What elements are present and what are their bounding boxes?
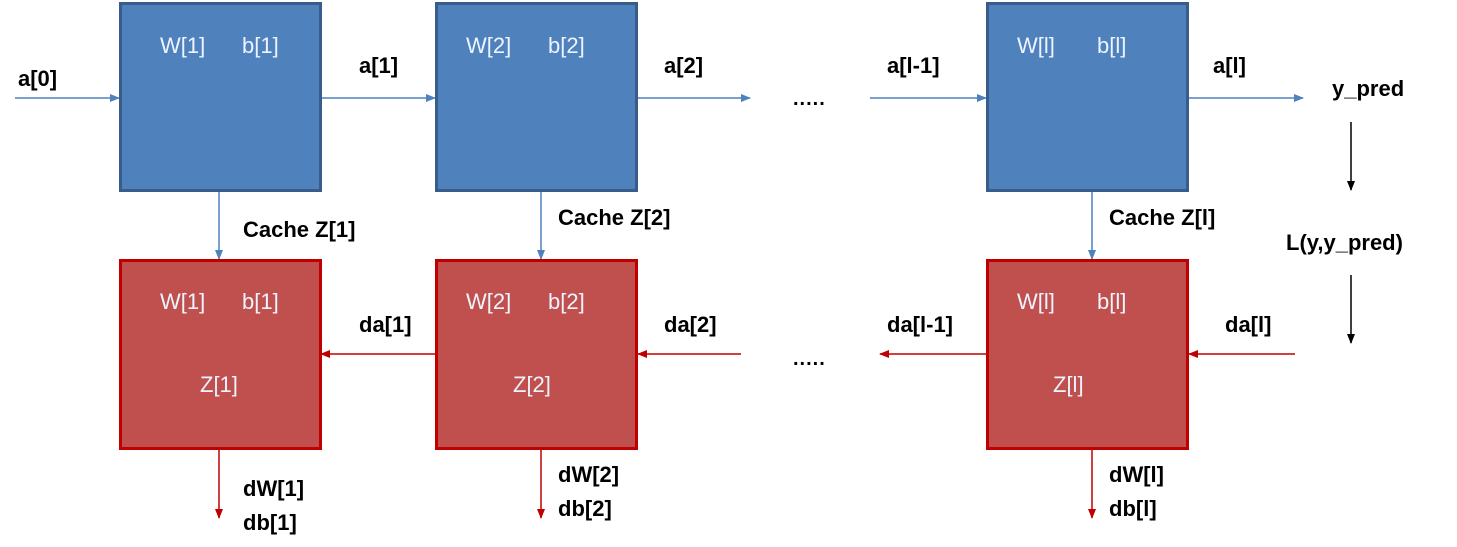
label-dw-2: dW[2] <box>558 462 620 487</box>
backward-box-l-z: Z[l] <box>1053 372 1084 397</box>
label-cache-l: Cache Z[l] <box>1109 205 1216 230</box>
label-al: a[l] <box>1213 53 1246 78</box>
backward-box-2-b: b[2] <box>548 289 585 314</box>
forward-box-2: W[2] b[2] <box>435 2 638 192</box>
backward-box-l: W[l] b[l] Z[l] <box>986 259 1189 450</box>
label-db-2: db[2] <box>558 496 612 521</box>
label-db-1: db[1] <box>243 510 297 535</box>
forward-box-1-b: b[1] <box>242 33 279 58</box>
backward-box-2-w: W[2] <box>466 289 512 314</box>
forward-box-l-b: b[l] <box>1097 33 1127 58</box>
backward-box-2-z: Z[2] <box>513 372 551 397</box>
label-dw-1: dW[1] <box>243 476 305 501</box>
label-dw-l: dW[l] <box>1109 462 1164 487</box>
label-a0: a[0] <box>18 66 58 91</box>
label-ypred: y_pred <box>1332 76 1405 101</box>
label-da2: da[2] <box>664 312 717 337</box>
label-a2: a[2] <box>664 53 704 78</box>
backward-box-1-w: W[1] <box>160 289 206 314</box>
forward-box-l: W[l] b[l] <box>986 2 1189 192</box>
label-a1: a[1] <box>359 53 399 78</box>
forward-box-l-w: W[l] <box>1017 33 1055 58</box>
forward-box-1-w: W[1] <box>160 33 206 58</box>
label-dal: da[l] <box>1225 312 1272 337</box>
backward-box-l-w: W[l] <box>1017 289 1055 314</box>
label-cache-1: Cache Z[1] <box>243 217 356 242</box>
backward-box-1-z: Z[1] <box>200 372 238 397</box>
label-alm1: a[l-1] <box>887 53 940 78</box>
forward-box-2-b: b[2] <box>548 33 585 58</box>
backward-box-1: W[1] b[1] Z[1] <box>119 259 322 450</box>
label-da1: da[1] <box>359 312 412 337</box>
label-dalm1: da[l-1] <box>887 312 953 337</box>
backward-ellipsis: ..... <box>793 348 826 370</box>
label-cache-2: Cache Z[2] <box>558 205 671 230</box>
backward-box-2: W[2] b[2] Z[2] <box>435 259 638 450</box>
backward-box-l-b: b[l] <box>1097 289 1127 314</box>
forward-box-1: W[1] b[1] <box>119 2 322 192</box>
label-loss: L(y,y_pred) <box>1286 230 1403 255</box>
forward-ellipsis: ..... <box>793 88 826 110</box>
backward-box-1-b: b[1] <box>242 289 279 314</box>
forward-box-2-w: W[2] <box>466 33 512 58</box>
label-db-l: db[l] <box>1109 496 1157 521</box>
